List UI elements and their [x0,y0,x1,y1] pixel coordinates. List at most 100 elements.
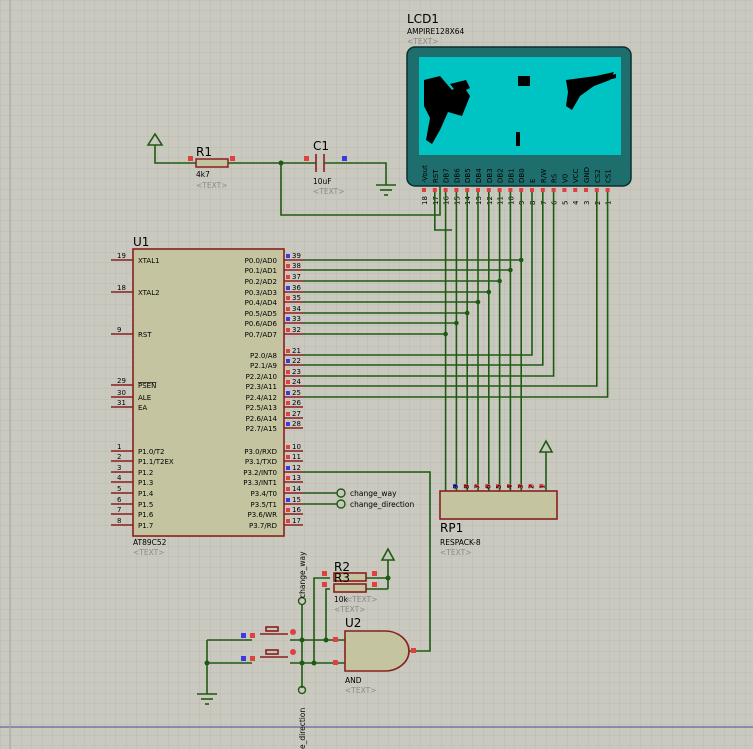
reset-network: R1 4k7 <TEXT> C1 10uF <TEXT> [146,132,441,216]
r1-resistor[interactable] [195,158,229,168]
r1-pin-b [230,156,235,161]
u1-pin-number: 22 [292,357,301,365]
u1-pin-number: 25 [292,389,301,397]
and-gate-u2[interactable]: U2 AND <TEXT> [333,616,416,695]
lcd-pin-name: DB2 [497,168,505,183]
lcd-pin-number: 18 [421,196,429,205]
rp1-pin-number: 6 [484,484,492,489]
r3-text-2: <TEXT> [334,605,365,614]
u1-pin-marker [286,254,290,258]
u1-pin-marker [286,445,290,449]
mcu-u1[interactable]: U1 AT89C52 <TEXT> 19XTAL118XTAL29RST29PS… [111,235,303,557]
lcd-pin-name: RS [551,173,559,183]
u1-pin-number: 31 [117,399,126,407]
power-terminal-icon[interactable] [146,132,164,146]
lcd-pin-number: 4 [572,200,580,205]
terminal-v-change-way[interactable] [297,596,307,606]
u1-pin-number: 35 [292,294,301,302]
ground-icon[interactable] [376,184,396,196]
c1-pin-b [342,156,347,161]
u1-pin-number: 15 [292,496,301,504]
u1-pin-marker [286,359,290,363]
u1-pin-name: P2.4/A12 [246,394,277,402]
rp1-pin [496,484,501,488]
lcd-pin-number: 9 [518,201,526,205]
lcd-pin-name: DB1 [507,168,515,183]
lcd-pin [605,188,610,192]
lcd-module[interactable]: LCD1 AMPIRE128X64 <TEXT> -Vout18RST17DB7… [406,12,632,205]
lcd-ref: LCD1 [407,12,439,26]
u1-pin-number: 1 [117,443,121,451]
u1-pin-number: 39 [292,252,301,260]
u1-pin-number: 3 [117,464,121,472]
u1-pin-name: EA [138,404,147,412]
power-terminal-icon[interactable] [380,547,396,561]
lcd-pin-number: 2 [594,201,602,205]
u1-pin-name: P0.1/AD1 [245,267,277,275]
u1-pin-name: P1.6 [138,511,154,519]
u1-pin-number: 18 [117,284,126,292]
u1-pin-name: P0.5/AD5 [245,310,277,318]
u1-pin-marker [286,286,290,290]
lcd-pin [519,188,524,192]
lcd-pin-name: DB0 [518,168,526,183]
lcd-pin-number: 10 [507,196,515,205]
u1-pin-marker [286,519,290,523]
rp1-pin-number: 1 [538,485,546,489]
u1-pin-name: P2.6/A14 [246,415,278,423]
u1-pin-number: 9 [117,326,121,334]
u2-text: <TEXT> [345,686,376,695]
r2-resistor[interactable] [333,572,367,582]
u1-pin-name: P3.3/INT1 [243,479,277,487]
rp1-part: RESPACK-8 [440,538,481,547]
rp1-pin [485,484,490,488]
lcd-pin-number: 17 [432,196,440,205]
u1-pin-number: 19 [117,252,126,260]
u1-pin-name: XTAL1 [138,257,160,265]
u1-left-pins: 19XTAL118XTAL29RST29PSEN30ALE31EA1P1.0/T… [111,252,174,530]
lcd-pin-name: E [529,179,537,183]
push-button-1[interactable] [241,626,296,638]
u1-pin-name: PSEN [138,382,156,390]
lcd-pin-number: 16 [443,196,451,205]
u1-pin-name: P1.7 [138,522,153,530]
lcd-pin [476,188,480,192]
push-button-2[interactable] [241,649,296,661]
rp1-pin-number: 7 [474,485,482,489]
u1-pin-marker [286,275,290,279]
rp1-pin-number: 2 [528,485,536,489]
power-terminal-icon[interactable] [538,439,554,453]
rp1-pin-number: 9 [452,485,460,489]
lcd-pin-name: DB5 [464,168,472,183]
u1-pin-marker [286,391,290,395]
lcd-pin-number: 3 [583,201,591,205]
r3-resistor[interactable] [333,583,367,593]
rp1-ref: RP1 [440,521,463,535]
rp1-pin-number: 3 [517,485,525,489]
u1-pin-name: XTAL2 [138,289,160,297]
u1-pin-number: 34 [292,305,301,313]
rp1-pin [507,484,511,488]
u1-pin-name: P3.7/RD [249,522,277,530]
rp1-pin [453,484,457,488]
terminal-change-way[interactable] [336,488,346,498]
lcd-pin-name: DB6 [453,168,461,183]
io-terminals: change_way change_direction [303,471,431,652]
u1-pin-name: P0.6/AD6 [245,320,278,328]
lcd-text: <TEXT> [407,37,438,46]
u1-pin-number: 14 [292,485,301,493]
rp1-pin [474,484,479,488]
terminal-change-direction[interactable] [336,499,346,509]
u1-pin-marker [286,422,290,426]
terminal-v-change-direction[interactable] [297,685,307,695]
ground-icon[interactable] [197,693,217,705]
u1-pin-number: 21 [292,347,301,355]
rp1-body [439,490,558,520]
u1-pin-number: 16 [292,506,301,514]
lcd-pin-name: GND [583,167,591,183]
c1-pin-a [304,156,309,161]
u1-pin-name: P2.3/A11 [246,383,277,391]
